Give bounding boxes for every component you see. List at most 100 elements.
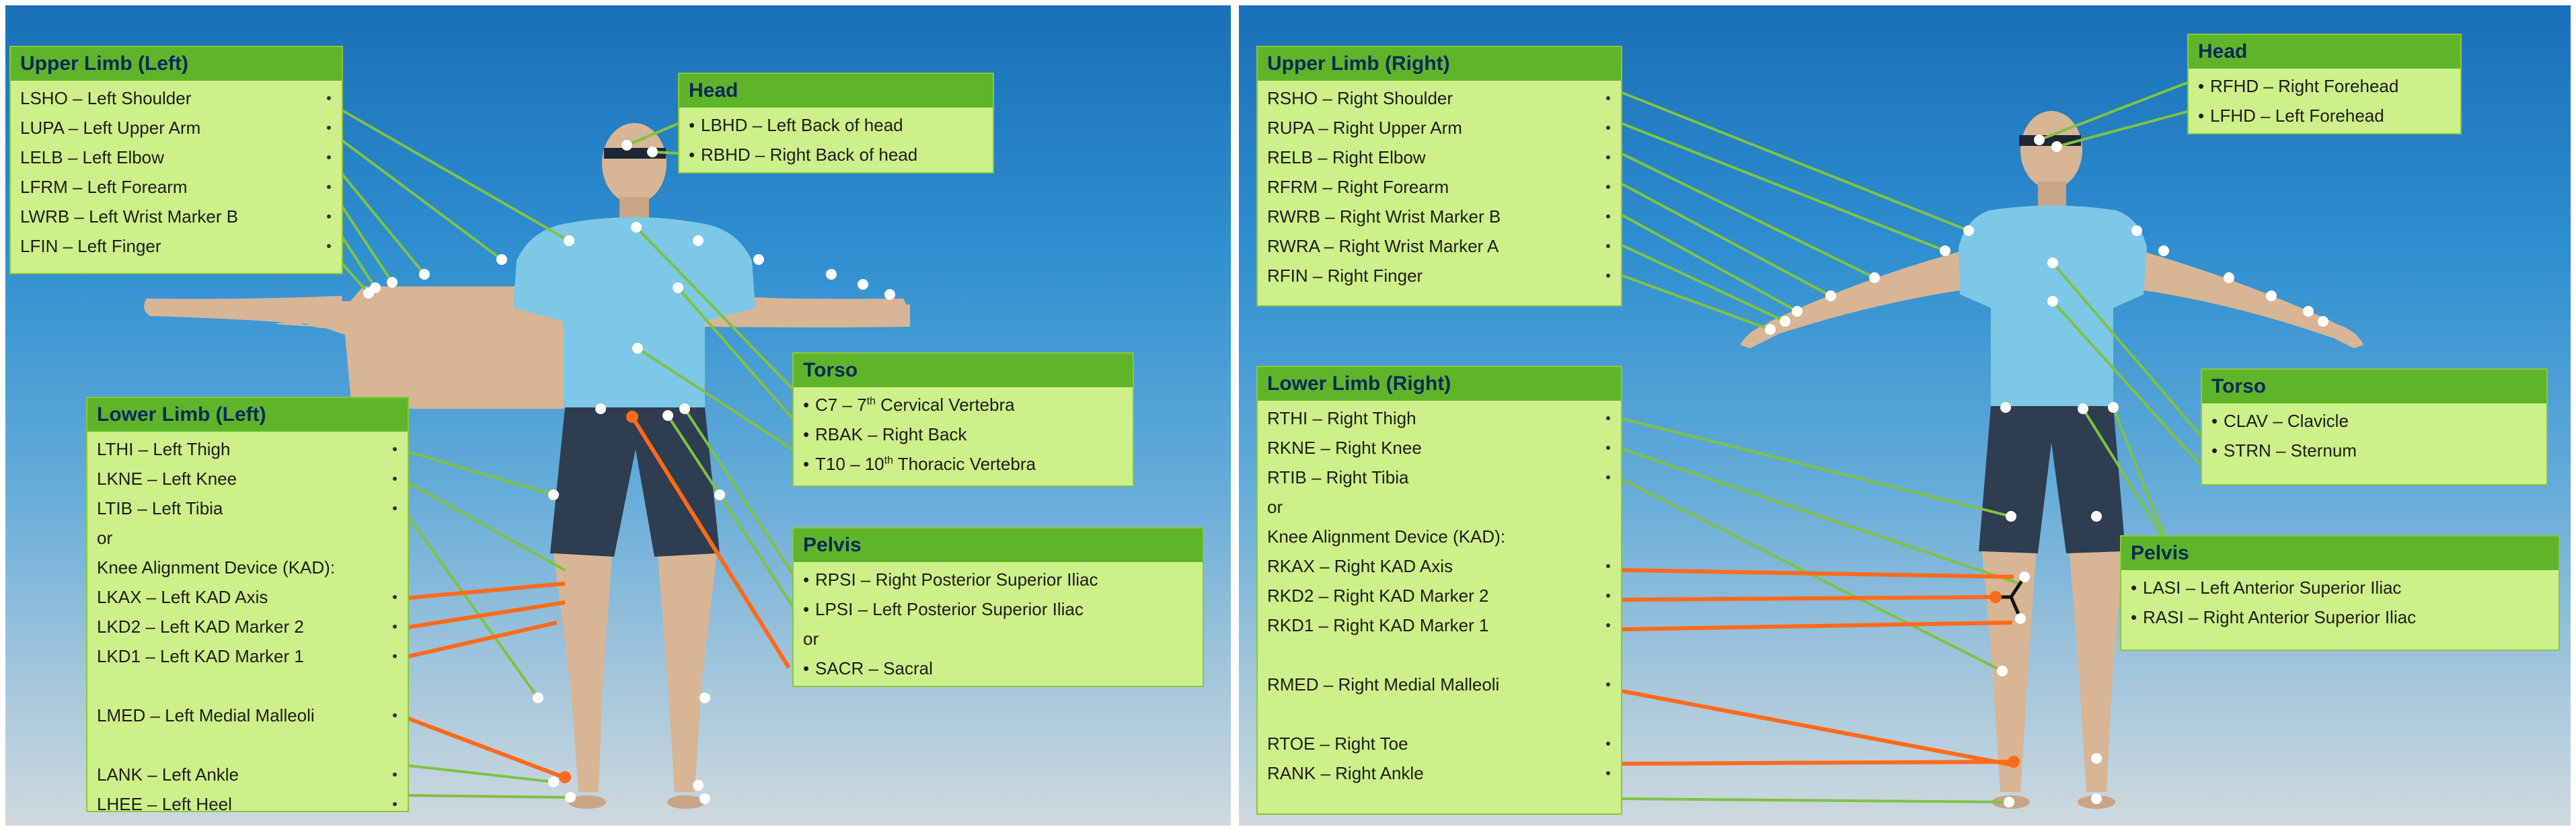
marker-label: LKNE – Left Knee xyxy=(97,464,400,493)
marker-label: RMED – Right Medial Malleoli xyxy=(1267,670,1613,699)
malleoli-marker xyxy=(559,771,571,783)
box-title: Head xyxy=(679,74,993,108)
pelvis-box: Pelvis •RPSI – Right Posterior Superior … xyxy=(792,527,1204,687)
shirt xyxy=(513,217,755,409)
lower-limb-left-box: Lower Limb (Left) LTHI – Left Thigh LKNE… xyxy=(86,397,409,814)
leader-lines-green xyxy=(334,105,794,799)
marker-label: •RPSI – Right Posterior Superior Iliac xyxy=(803,569,1098,590)
marker-label: RELB – Right Elbow xyxy=(1267,143,1613,172)
marker-label: LANK – Left Ankle xyxy=(97,760,400,789)
marker-label: LTHI – Left Thigh xyxy=(97,434,400,464)
torso-box: Torso •CLAV – Clavicle •STRN – Sternum xyxy=(2201,368,2548,485)
marker-label: •STRN – Sternum xyxy=(2211,440,2357,461)
leader-lines-green xyxy=(1622,81,2202,803)
marker-label: RFIN – Right Finger xyxy=(1267,261,1613,290)
left-leg xyxy=(554,553,612,792)
human-figure-back xyxy=(144,123,910,809)
marker-label: RTOE – Right Toe xyxy=(1267,729,1613,758)
left-arm xyxy=(305,301,503,329)
marker-label: RWRB – Right Wrist Marker B xyxy=(1267,202,1613,231)
right-leg xyxy=(1982,551,2036,792)
marker-label: •LBHD – Left Back of head xyxy=(689,115,903,135)
marker-dots xyxy=(1765,134,2328,807)
marker-label: RFRM – Right Forearm xyxy=(1267,172,1613,202)
marker-label: LHEE – Left Heel xyxy=(97,789,400,819)
kad-marker-2 xyxy=(1990,591,2002,603)
sacral-marker xyxy=(626,411,638,423)
arm-left-side xyxy=(1764,247,1979,336)
marker-label: •RASI – Right Anterior Superior Iliac xyxy=(2131,607,2417,627)
marker-label: LFRM – Left Forearm xyxy=(20,172,334,202)
spacer xyxy=(97,730,400,760)
shorts xyxy=(1979,406,2125,553)
marker-label: •C7 – 7th Cervical Vertebra xyxy=(803,395,1015,415)
spacer xyxy=(97,671,400,701)
marker-label: •SACR – Sacral xyxy=(803,658,933,678)
box-title: Torso xyxy=(794,354,1133,387)
marker-label: Knee Alignment Device (KAD): xyxy=(1267,526,1506,547)
box-title: Head xyxy=(2189,35,2460,69)
box-title: Torso xyxy=(2202,370,2546,403)
marker-label: or xyxy=(97,528,113,548)
marker-label: or xyxy=(1267,497,1283,517)
marker-label: RKD1 – Right KAD Marker 1 xyxy=(1267,610,1613,640)
head-box: Head •LBHD – Left Back of head •RBHD – R… xyxy=(678,73,994,173)
box-title: Upper Limb (Right) xyxy=(1258,47,1621,81)
arm-left-side xyxy=(144,296,345,327)
marker-label: LKD1 – Left KAD Marker 1 xyxy=(97,641,400,671)
figure-front-view xyxy=(1622,81,2363,809)
right-foot xyxy=(667,795,705,809)
marker-label: LELB – Left Elbow xyxy=(20,143,334,172)
marker-label: LFIN – Left Finger xyxy=(20,231,334,261)
box-title: Pelvis xyxy=(2121,537,2559,570)
leader-lines-orange xyxy=(402,416,791,779)
marker-label: RSHO – Right Shoulder xyxy=(1267,83,1613,113)
marker-label: LTIB – Left Tibia xyxy=(97,493,400,523)
marker-label: LMED – Left Medial Malleoli xyxy=(97,701,400,730)
box-title: Upper Limb (Left) xyxy=(11,47,342,81)
marker-label: LSHO – Left Shoulder xyxy=(20,83,334,113)
marker-label: Knee Alignment Device (KAD): xyxy=(97,557,336,578)
upper-limb-right-box: Upper Limb (Right) RSHO – Right Shoulder… xyxy=(1256,46,1622,307)
marker-label: •T10 – 10th Thoracic Vertebra xyxy=(803,454,1036,474)
lower-limb-right-box: Lower Limb (Right) RTHI – Right Thigh RK… xyxy=(1256,366,1622,815)
left-hand xyxy=(2327,323,2363,348)
marker-label: RKAX – Right KAD Axis xyxy=(1267,551,1613,581)
left-leg xyxy=(2070,551,2123,792)
right-panel-front-view: Upper Limb (Right) RSHO – Right Shoulder… xyxy=(1239,5,2571,826)
marker-label: •CLAV – Clavicle xyxy=(2211,411,2349,431)
figure-back-view xyxy=(144,105,910,809)
marker-label: •RBHD – Right Back of head xyxy=(689,145,918,165)
left-panel-back-view: Upper Limb (Left) LSHO – Left Shoulder L… xyxy=(5,5,1231,826)
spacer xyxy=(1267,699,1613,729)
spacer xyxy=(1267,640,1613,670)
right-leg xyxy=(658,553,717,792)
marker-label: •LASI – Left Anterior Superior Iliac xyxy=(2131,578,2402,598)
marker-label: LKD2 – Left KAD Marker 2 xyxy=(97,612,400,641)
arm-right-side xyxy=(2125,247,2340,338)
marker-label: LUPA – Left Upper Arm xyxy=(20,113,334,143)
box-title: Lower Limb (Right) xyxy=(1258,367,1621,401)
head xyxy=(602,123,667,204)
toe-marker xyxy=(2008,756,2020,768)
pelvis-box: Pelvis •LASI – Left Anterior Superior Il… xyxy=(2120,535,2560,651)
marker-label: LWRB – Left Wrist Marker B xyxy=(20,202,334,231)
marker-label: •RBAK – Right Back xyxy=(803,424,967,444)
box-title: Lower Limb (Left) xyxy=(87,398,408,432)
shorts xyxy=(550,407,720,557)
marker-label: RANK – Right Ankle xyxy=(1267,758,1613,788)
marker-label: •RFHD – Right Forehead xyxy=(2198,76,2399,96)
upper-limb-left-box: Upper Limb (Left) LSHO – Left Shoulder L… xyxy=(9,46,343,274)
torso-box: Torso •C7 – 7th Cervical Vertebra •RBAK … xyxy=(792,352,1134,487)
marker-label: RTHI – Right Thigh xyxy=(1267,403,1613,433)
marker-label: RUPA – Right Upper Arm xyxy=(1267,113,1613,143)
head xyxy=(2020,111,2082,189)
marker-label: LKAX – Left KAD Axis xyxy=(97,582,400,612)
box-title: Pelvis xyxy=(794,528,1203,562)
left-foot xyxy=(568,795,606,809)
marker-dots xyxy=(363,140,895,804)
head-box: Head •RFHD – Right Forehead •LFHD – Left… xyxy=(2187,34,2462,134)
marker-label: RTIB – Right Tibia xyxy=(1267,463,1613,492)
marker-label: RWRA – Right Wrist Marker A xyxy=(1267,231,1613,261)
marker-label: •LPSI – Left Posterior Superior Iliac xyxy=(803,599,1084,619)
